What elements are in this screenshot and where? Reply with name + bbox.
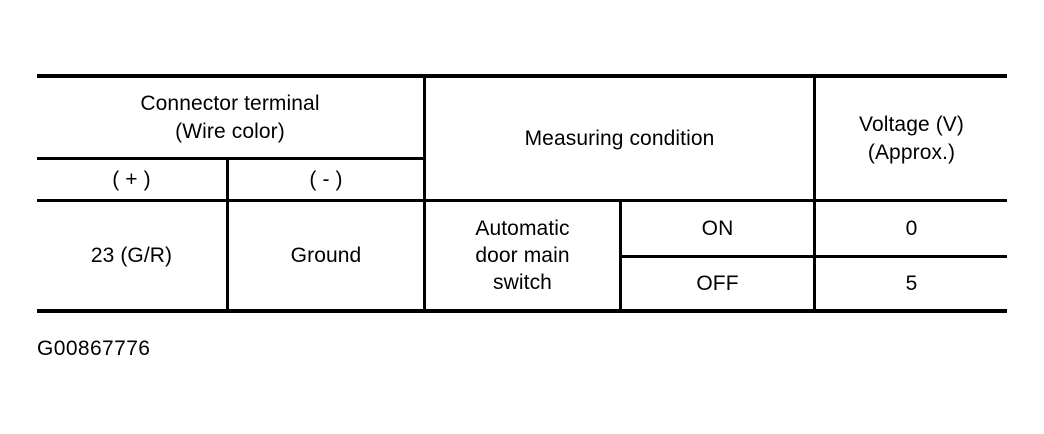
header-voltage: Voltage (V) (Approx.) [816, 78, 1007, 199]
plus-minus-column-divider [226, 157, 229, 313]
table-bottom-border [37, 309, 1007, 313]
header-body-divider-rule [37, 199, 1007, 202]
table-top-border [37, 74, 1007, 78]
subheader-positive: ( + ) [112, 167, 151, 191]
figure-caption: G00867776 [37, 337, 151, 360]
header-voltage-line1: Voltage (V) [859, 113, 964, 137]
terminal-condition-column-divider [423, 74, 426, 313]
cell-terminal-negative: Ground [290, 243, 362, 267]
header-connector-terminal-line1: Connector terminal [140, 92, 320, 116]
cell-switch-state-off: OFF [696, 271, 739, 295]
cell-switch-state-on: ON [701, 216, 734, 240]
measurement-spec-table: Connector terminal (Wire color) Measurin… [37, 74, 1007, 313]
cell-measuring-condition-line2: door main [475, 243, 570, 267]
cell-voltage-off: 5 [905, 271, 918, 295]
header-voltage-line2: (Approx.) [867, 140, 956, 164]
header-connector-terminal: Connector terminal (Wire color) [37, 78, 423, 157]
header-connector-terminal-line2: (Wire color) [175, 119, 285, 143]
cell-measuring-condition-line1: Automatic [475, 216, 570, 240]
header-measuring-condition: Measuring condition [524, 126, 715, 150]
subheader-divider-rule [37, 157, 423, 160]
condition-state-column-divider [619, 199, 622, 313]
state-voltage-column-divider [813, 74, 816, 313]
cell-measuring-condition-line3: switch [493, 271, 552, 295]
cell-voltage-on: 0 [905, 216, 918, 240]
cell-terminal-positive: 23 (G/R) [90, 243, 173, 267]
subheader-negative: ( - ) [309, 167, 343, 191]
cell-measuring-condition: Automatic door main switch [426, 202, 619, 309]
